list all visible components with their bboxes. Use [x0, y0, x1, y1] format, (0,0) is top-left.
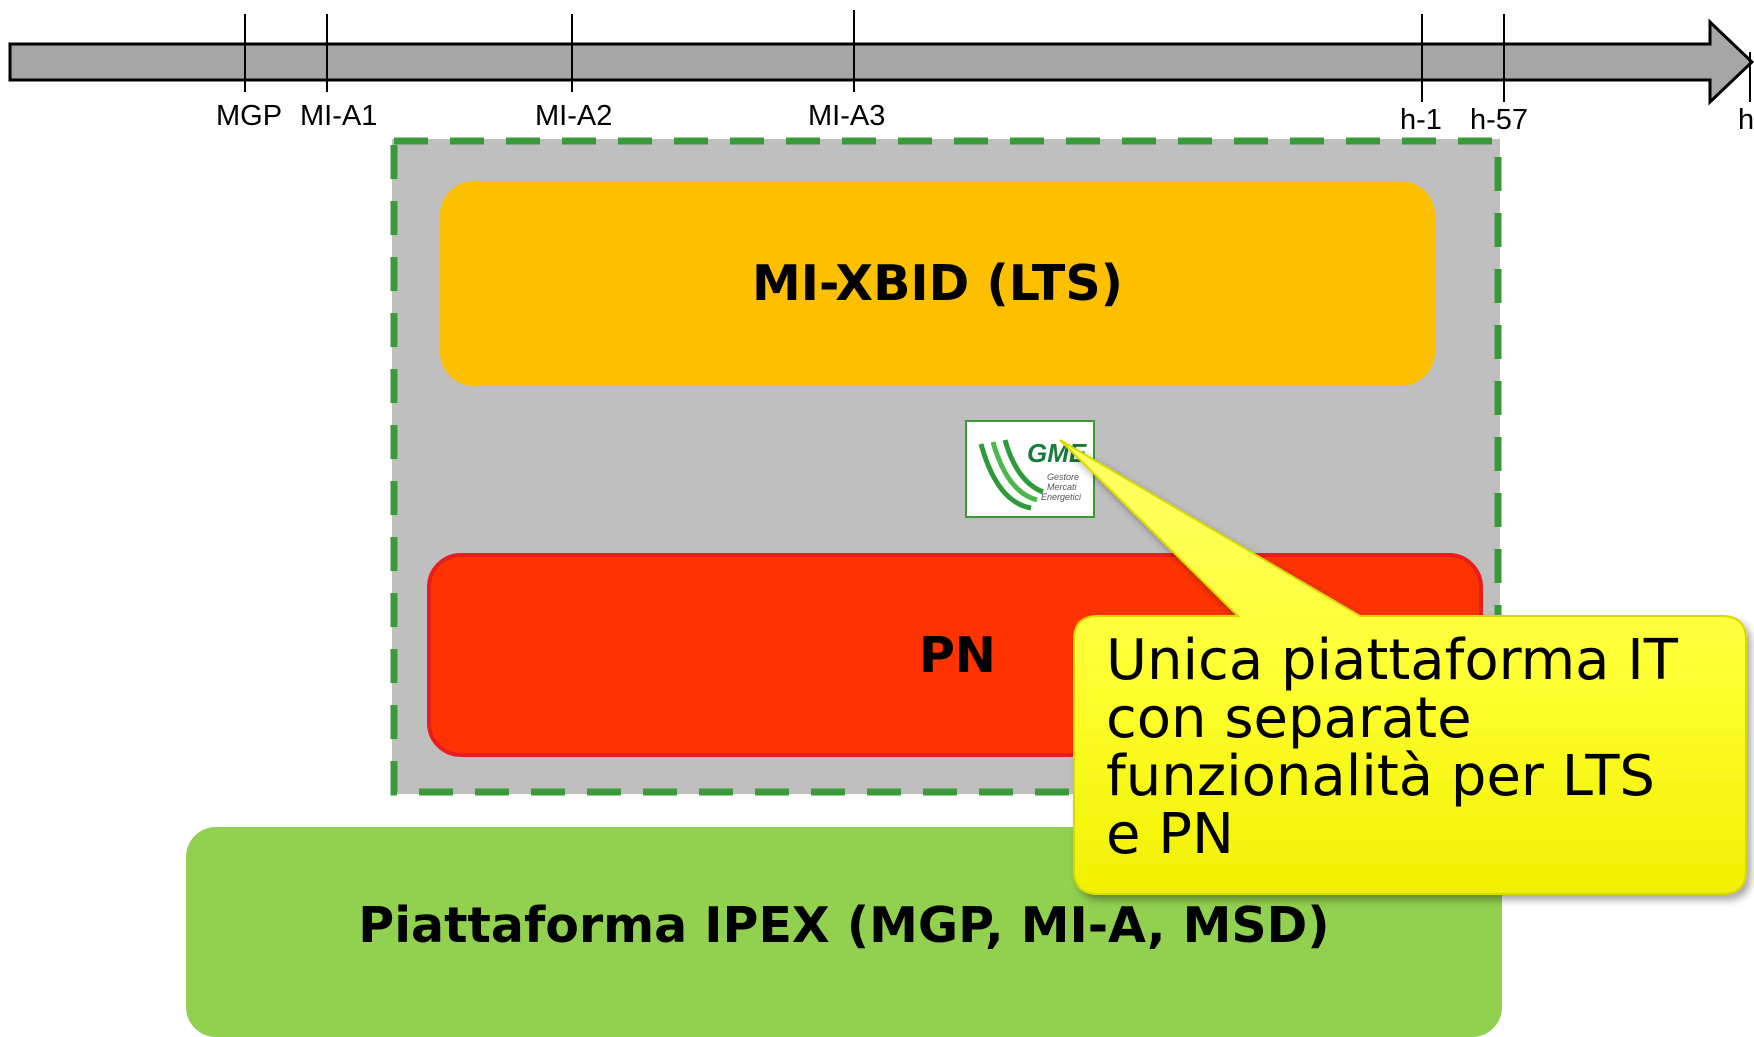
callout-line: funzionalità per LTS: [1106, 744, 1655, 809]
tick-label-mi-a3: MI-A3: [808, 100, 886, 132]
pn-label: PN: [919, 626, 996, 684]
mi-xbid-label: MI-XBID (LTS): [751, 255, 1124, 312]
tick-label-mi-a2: MI-A2: [535, 100, 613, 132]
tick-label-h: h: [1738, 104, 1754, 136]
callout-line: con separate: [1106, 686, 1472, 751]
tick-label-mi-a1: MI-A1: [300, 100, 378, 132]
mi-xbid-block: MI-XBID (LTS): [440, 181, 1435, 386]
ipex-label: Piattaforma IPEX (MGP, MI-A, MSD): [358, 897, 1330, 954]
gme-logo-subtext-1: Gestore: [1047, 472, 1079, 482]
gme-logo-mark: GME Gestore Mercati Energetici: [978, 438, 1087, 511]
gme-logo: GME Gestore Mercati Energetici: [965, 420, 1095, 518]
callout-line: e PN: [1106, 802, 1234, 867]
tick-label-mgp: MGP: [216, 100, 283, 132]
tick-label-h-1: h-1: [1400, 104, 1442, 136]
callout-line: Unica piattaforma IT: [1106, 628, 1679, 693]
callout-text: Unica piattaforma IT con separate funzio…: [1106, 632, 1726, 864]
tick-label-h-57: h-57: [1470, 104, 1529, 136]
gme-logo-subtext-3: Energetici: [1041, 492, 1082, 502]
gme-logo-subtext-2: Mercati: [1047, 482, 1078, 492]
timeline-bar: [8, 18, 1754, 106]
timeline-arrow: [8, 10, 1754, 106]
